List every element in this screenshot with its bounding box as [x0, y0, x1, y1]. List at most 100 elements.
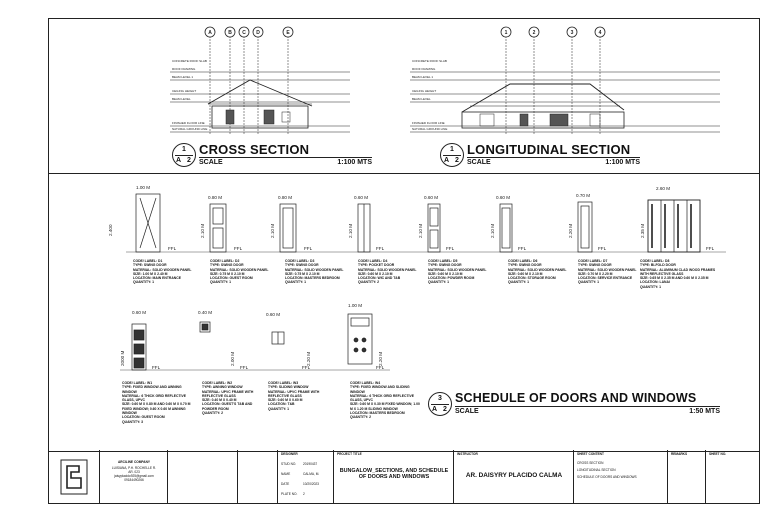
- longitudinal-section-title: 1 A 2 LONGITUDINAL SECTION SCALE 1:100 M…: [440, 143, 640, 167]
- svg-text:FFL: FFL: [168, 246, 177, 251]
- door-d8-width: 2.60 M: [656, 186, 670, 191]
- svg-text:NATURAL GROUND LINE: NATURAL GROUND LINE: [172, 127, 207, 131]
- grid-bubble-c: C: [242, 30, 246, 36]
- svg-text:CONCRETE ROOF SLAB: CONCRETE ROOF SLAB: [412, 59, 447, 63]
- svg-text:FFL: FFL: [302, 365, 311, 370]
- door-d6-width: 0.60 M: [496, 195, 510, 200]
- grid-bubble-a: A: [208, 30, 212, 36]
- schedule-number-badge: 3 A 2: [428, 392, 452, 416]
- company-name: ARCILINE COMPANY: [118, 460, 150, 464]
- project-title: BUNGALOW_SECTIONS, AND SCHEDULE OF DOORS…: [339, 468, 449, 480]
- svg-text:FFL: FFL: [598, 246, 607, 251]
- cross-section-title: 1 A 2 CROSS SECTION SCALE 1:100 MTS: [172, 143, 372, 167]
- divider-sections: [49, 173, 759, 174]
- door-d3-width: 0.80 M: [278, 195, 292, 200]
- cross-scale-value: 1:100 MTS: [337, 159, 372, 166]
- section-number-badge: 1 A 2: [440, 143, 464, 167]
- section-number-badge: 1 A 2: [172, 143, 196, 167]
- sheet-no-label: SHEET NO.: [709, 452, 727, 456]
- svg-text:BEAM LEVEL: BEAM LEVEL: [412, 97, 431, 101]
- drawing-sheet: [48, 18, 760, 504]
- svg-text:ROOF FRAMING: ROOF FRAMING: [412, 67, 436, 71]
- window-w2-width: 0.40 M: [198, 310, 212, 315]
- door-elevations: 1.00 M 0.80 M 0.80 M 0.60 M 0.60 M 0.60 …: [108, 185, 726, 253]
- svg-text:BEAM LEVEL: BEAM LEVEL: [172, 97, 191, 101]
- svg-text:FFL: FFL: [706, 246, 715, 251]
- svg-text:NATURAL GROUND LINE: NATURAL GROUND LINE: [412, 127, 447, 131]
- company-address: LUISIANA, P.H. ROCHELLE R. AR. 023 jaisy…: [111, 466, 157, 482]
- door-d2-width: 0.80 M: [208, 195, 222, 200]
- grid-bubble-3: 3: [571, 30, 574, 36]
- grid-bubble-4: 4: [599, 30, 602, 36]
- grid-bubble-2: 2: [533, 30, 536, 36]
- cross-section-drawing: CONCRETE ROOF SLAB ROOF FRAMING BEAM LEV…: [170, 26, 350, 134]
- longitudinal-section-heading: LONGITUDINAL SECTION: [467, 142, 631, 157]
- window-w4-height: 2.20 M: [378, 352, 383, 366]
- svg-text:FFL: FFL: [304, 246, 313, 251]
- sheet-content-label: SHEET CONTENT: [577, 452, 604, 456]
- cross-scale-label: SCALE: [199, 159, 223, 166]
- company-logo-icon: [60, 459, 88, 495]
- svg-text:FINISHED FLOOR LINE: FINISHED FLOOR LINE: [172, 121, 205, 125]
- door-d5-width: 0.60 M: [424, 195, 438, 200]
- project-title-label: PROJECT TITLE: [337, 452, 362, 456]
- grid-bubble-b: B: [228, 30, 232, 36]
- door-d2-height: 2.10 M: [200, 224, 205, 238]
- title-block: ARCILINE COMPANY LUISIANA, P.H. ROCHELLE…: [49, 450, 760, 504]
- door-d6-height: 2.10 M: [490, 224, 495, 238]
- schedule-heading: SCHEDULE OF DOORS AND WINDOWS: [455, 391, 697, 405]
- svg-text:CEILING HEIGHT: CEILING HEIGHT: [412, 89, 436, 93]
- door-d7-height: 2.20 M: [568, 224, 573, 238]
- window-w1-width: 0.60 M: [132, 310, 146, 315]
- door-d1-width: 1.00 M: [136, 185, 150, 190]
- svg-text:BEAM LEVEL 1: BEAM LEVEL 1: [412, 75, 433, 79]
- svg-text:FFL: FFL: [376, 246, 385, 251]
- designer-label: DESIGNER: [281, 452, 298, 456]
- instructor-name: AR. DAISYRY PLACIDO CALMA: [465, 472, 563, 479]
- longitudinal-scale-value: 1:100 MTS: [605, 159, 640, 166]
- window-w1-height: 2000 M: [120, 351, 125, 366]
- svg-text:FFL: FFL: [376, 365, 385, 370]
- cross-section-heading: CROSS SECTION: [199, 142, 310, 157]
- svg-text:CONCRETE ROOF SLAB: CONCRETE ROOF SLAB: [172, 59, 207, 63]
- door-d7-width: 0.70 M: [576, 193, 590, 198]
- svg-text:CEILING HEIGHT: CEILING HEIGHT: [172, 89, 196, 93]
- door-d4-width: 0.60 M: [354, 195, 368, 200]
- door-d1-height: 2.400: [108, 224, 113, 236]
- door-d3-height: 2.10 M: [270, 224, 275, 238]
- svg-text:FFL: FFL: [518, 246, 527, 251]
- grid-bubble-1: 1: [505, 30, 508, 36]
- window-w3-height: 2.20 M: [306, 352, 311, 366]
- door-d8-height: 2.35 M: [640, 224, 645, 238]
- longitudinal-section-drawing: CONCRETE ROOF SLAB ROOF FRAMING BEAM LEV…: [410, 26, 720, 134]
- svg-text:FFL: FFL: [446, 246, 455, 251]
- svg-text:FINISHED FLOOR LINE: FINISHED FLOOR LINE: [412, 121, 445, 125]
- svg-text:BEAM LEVEL 1: BEAM LEVEL 1: [172, 75, 193, 79]
- window-elevations: 0.60 M 0.40 M 0.60 M 1.00 M 2000 M 2.00 …: [120, 303, 390, 371]
- window-w3-width: 0.60 M: [266, 312, 280, 317]
- svg-text:FFL: FFL: [152, 365, 161, 370]
- schedule-scale-value: 1:50 MTS: [689, 408, 720, 415]
- door-d4-height: 2.10 M: [348, 224, 353, 238]
- svg-text:FFL: FFL: [240, 365, 249, 370]
- window-w2-height: 2.00 M: [230, 352, 235, 366]
- instructor-label: INSTRUCTOR: [457, 452, 478, 456]
- svg-text:ROOF FRAMING: ROOF FRAMING: [172, 67, 196, 71]
- window-w4-width: 1.00 M: [348, 303, 362, 308]
- door-d5-height: 2.10 M: [418, 224, 423, 238]
- schedule-title: 3 A 2 SCHEDULE OF DOORS AND WINDOWS SCAL…: [428, 392, 720, 416]
- longitudinal-scale-label: SCALE: [467, 159, 491, 166]
- svg-text:FFL: FFL: [234, 246, 243, 251]
- remarks-label: REMARKS: [671, 452, 688, 456]
